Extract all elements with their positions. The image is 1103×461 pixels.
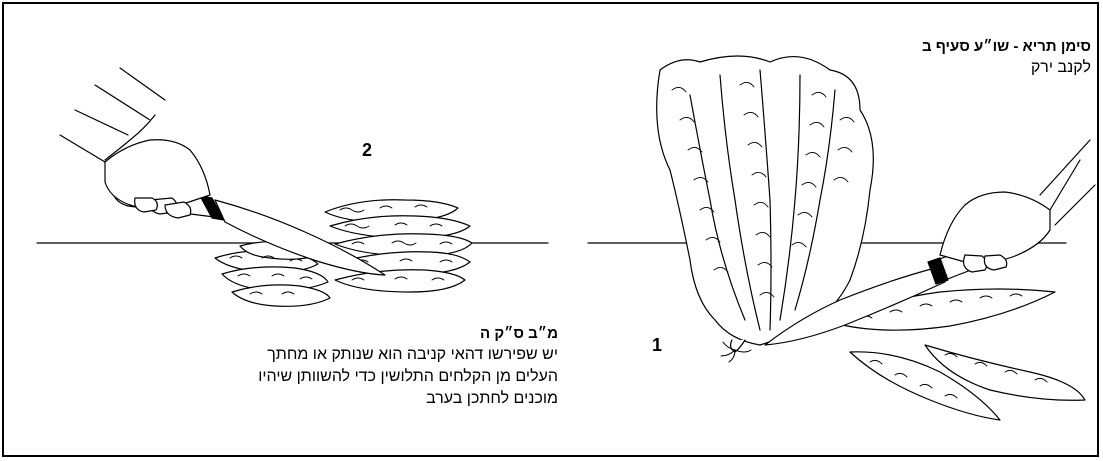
source-title: סימן תריא - שו״ע סעיף ב	[922, 38, 1091, 55]
step-label-2: 2	[362, 140, 372, 161]
commentary-line-1: יש שפירשו דהאי קניבה הוא שנותק או מחתך	[258, 344, 558, 366]
source-subtitle: לקנב ירק	[1031, 59, 1091, 77]
commentary-title: מ״ב ס״ק ה	[258, 324, 558, 344]
commentary-block: מ״ב ס״ק ה יש שפירשו דהאי קניבה הוא שנותק…	[258, 324, 558, 410]
step-label-1: 1	[652, 335, 662, 356]
hand-holding-knife-icon	[60, 68, 210, 218]
hand-holding-knife-icon-right	[940, 140, 1095, 272]
commentary-line-3: מוכנים לחתכן בערב	[258, 388, 558, 410]
commentary-line-2: העלים מן הקלחים התלושין כדי להשוותן שיהי…	[258, 366, 558, 388]
